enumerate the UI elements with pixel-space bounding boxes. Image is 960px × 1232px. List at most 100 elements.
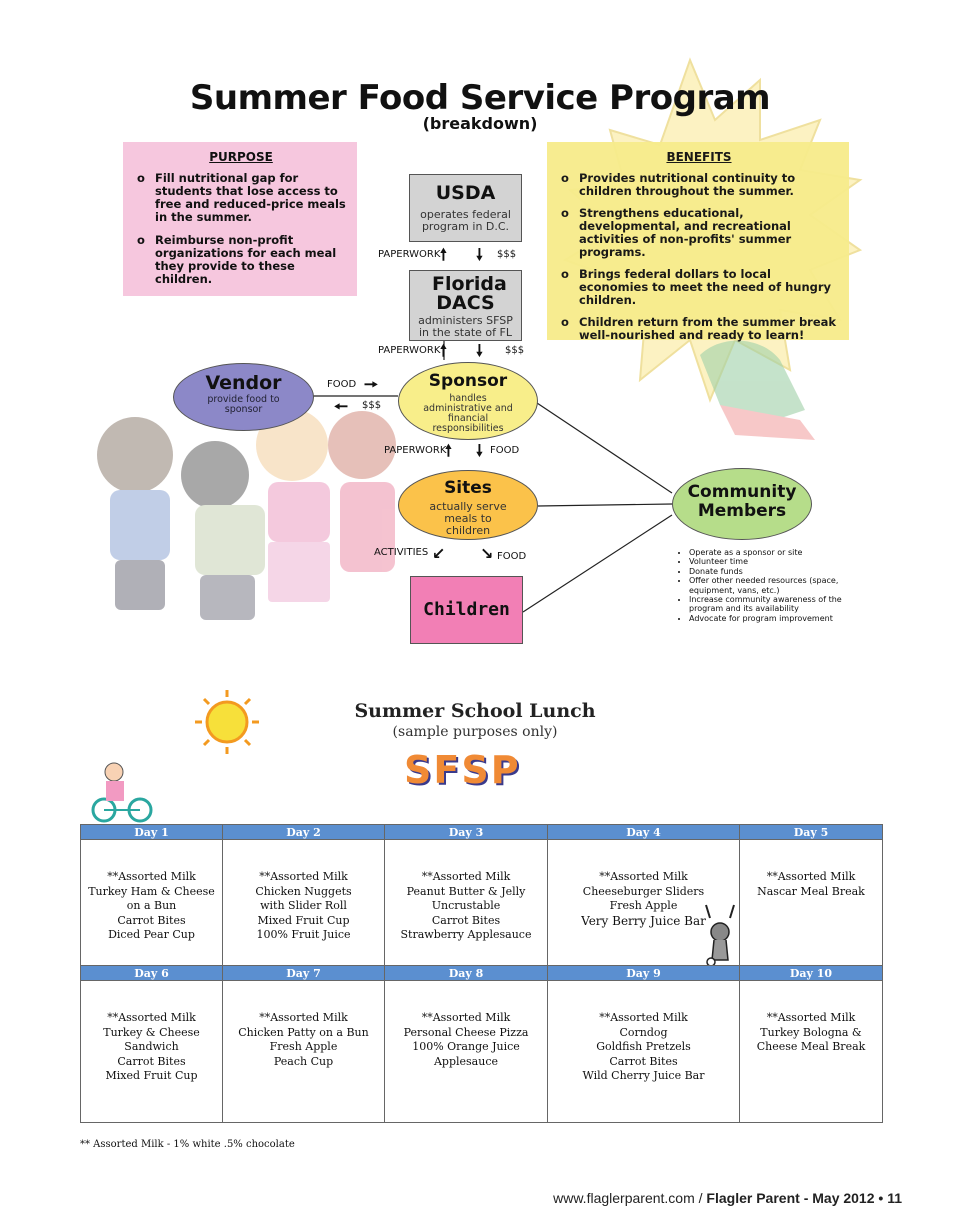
day-header: Day 7 xyxy=(222,965,385,981)
vendor-name: Vendor xyxy=(205,372,282,394)
menu-item: Personal Cheese Pizza xyxy=(403,1025,529,1039)
menu-item: **Assorted Milk xyxy=(259,870,348,883)
table-row: **Assorted Milk Turkey & Cheese Sandwich… xyxy=(80,980,883,1123)
menu-cell: **Assorted Milk Chicken Nuggets with Sli… xyxy=(222,839,385,966)
sfsp-logo: SFSP xyxy=(404,748,554,796)
sun-drawing-small xyxy=(195,690,259,754)
flow-label-activities: ACTIVITIES xyxy=(374,547,429,558)
menu-item: Chicken Patty on a Bun xyxy=(238,1025,369,1039)
benefits-item: Children return from the summer break we… xyxy=(559,316,839,342)
sites-desc: actually serve meals to children xyxy=(429,500,507,537)
lunch-menu-table: Day 1 Day 2 Day 3 Day 4 Day 5 **Assorted… xyxy=(80,824,883,1123)
menu-item: Turkey & Cheese xyxy=(103,1025,200,1039)
day-header: Day 2 xyxy=(222,824,385,840)
flow-label-food: FOOD xyxy=(327,379,357,390)
day-header: Day 8 xyxy=(384,965,548,981)
menu-item: Fresh Apple xyxy=(269,1040,338,1053)
benefits-item: Strengthens educational, developmental, … xyxy=(559,207,839,259)
usda-node: USDA operates federal program in D.C. xyxy=(409,174,522,242)
footer-magazine: Flagler Parent xyxy=(706,1190,800,1206)
benefits-box: BENEFITS Provides nutritional continuity… xyxy=(547,142,849,342)
community-node: Community Members xyxy=(672,468,812,540)
flow-label-money: $$$ xyxy=(497,249,517,260)
menu-item: Carrot Bites xyxy=(609,1054,678,1068)
children-node: Children xyxy=(410,576,523,644)
menu-item: Carrot Bites xyxy=(117,913,186,927)
usda-name: USDA xyxy=(435,182,496,204)
flow-label-money: $$$ xyxy=(505,345,525,356)
day-header: Day 3 xyxy=(384,824,548,840)
sponsor-desc: handles administrative and financial res… xyxy=(423,393,513,434)
menu-item: **Assorted Milk xyxy=(259,1011,348,1024)
girl-towel-illustration xyxy=(700,340,815,440)
community-list-item: Offer other needed resources (space, equ… xyxy=(689,576,859,595)
menu-item: Carrot Bites xyxy=(431,913,501,927)
purpose-list: Fill nutritional gap for students that l… xyxy=(135,172,347,286)
menu-item: Strawberry Applesauce xyxy=(400,928,532,941)
community-list-item: Donate funds xyxy=(689,567,859,576)
menu-item: with Slider Roll xyxy=(260,899,347,912)
dacs-node: Florida DACS administers SFSP in the sta… xyxy=(409,270,522,341)
benefits-item: Brings federal dollars to local economie… xyxy=(559,268,839,307)
menu-cell: **Assorted Milk Corndog Goldfish Pretzel… xyxy=(547,980,740,1123)
day-header: Day 6 xyxy=(80,965,223,981)
arrow-up-icon: 🠕 xyxy=(440,341,447,360)
table-header-row: Day 1 Day 2 Day 3 Day 4 Day 5 xyxy=(80,824,883,840)
community-list-item: Advocate for program improvement xyxy=(689,614,859,623)
sites-node: Sites actually serve meals to children xyxy=(398,470,538,540)
menu-item: Uncrustable xyxy=(431,899,501,912)
arrow-down-icon: 🠗 xyxy=(476,245,483,264)
menu-item: Goldfish Pretzels xyxy=(596,1040,691,1053)
menu-item: Cheese Meal Break xyxy=(756,1040,866,1053)
menu-item: **Assorted Milk xyxy=(107,1011,196,1024)
vendor-desc: provide food to sponsor xyxy=(207,394,280,415)
page-subtitle: (breakdown) xyxy=(422,114,538,133)
menu-cell: **Assorted Milk Turkey & Cheese Sandwich… xyxy=(80,980,223,1123)
usda-desc: operates federal program in D.C. xyxy=(420,208,511,233)
menu-item: **Assorted Milk xyxy=(766,870,856,883)
page-footer: www.flaglerparent.com / Flagler Parent -… xyxy=(553,1190,902,1206)
community-list-item: Operate as a sponsor or site xyxy=(689,548,859,557)
menu-cell: **Assorted Milk Peanut Butter & Jelly Un… xyxy=(384,839,548,966)
arrow-up-icon: 🠕 xyxy=(445,441,452,460)
arrow-down-icon: 🠗 xyxy=(476,441,483,460)
milk-footnote: ** Assorted Milk - 1% white .5% chocolat… xyxy=(80,1139,295,1150)
sponsor-node: Sponsor handles administrative and finan… xyxy=(398,362,538,440)
flow-label-money: $$$ xyxy=(362,400,382,411)
menu-item: Cheeseburger Sliders xyxy=(582,884,705,898)
page-title: Summer Food Service Program xyxy=(189,78,771,118)
community-list-item: Increase community awareness of the prog… xyxy=(689,595,859,614)
menu-item: on a Bun xyxy=(126,899,177,912)
flow-label-paperwork: PAPERWORK xyxy=(384,445,447,456)
menu-item: Peanut Butter & Jelly xyxy=(406,884,526,898)
arrow-down-left-icon: ↙ xyxy=(432,544,446,563)
menu-item: **Assorted Milk xyxy=(421,1011,511,1024)
dacs-desc: administers SFSP in the state of FL xyxy=(418,314,513,339)
menu-item: Carrot Bites xyxy=(117,1054,186,1068)
sites-name: Sites xyxy=(444,478,492,498)
flow-label-paperwork: PAPERWORK xyxy=(378,249,441,260)
day-header: Day 4 xyxy=(547,824,740,840)
purpose-item: Reimburse non-profit organizations for e… xyxy=(135,234,347,286)
day-header: Day 1 xyxy=(80,824,223,840)
menu-item: **Assorted Milk xyxy=(599,1011,688,1024)
flow-connector-lines xyxy=(312,341,673,613)
girl-on-bike-drawing xyxy=(91,762,153,823)
arrow-up-icon: 🠕 xyxy=(440,245,447,264)
menu-item: Corndog xyxy=(619,1025,668,1039)
arrow-left-icon: 🠔 xyxy=(334,397,349,416)
dacs-name: Florida DACS xyxy=(432,273,507,314)
menu-item: Applesauce xyxy=(433,1054,498,1068)
community-name: Community Members xyxy=(687,482,797,521)
lunch-title: Summer School Lunch xyxy=(354,700,596,722)
arrow-right-icon: 🠖 xyxy=(364,375,379,394)
day-header: Day 10 xyxy=(739,965,883,981)
menu-item: **Assorted Milk xyxy=(599,870,688,883)
menu-item: Wild Cherry Juice Bar xyxy=(582,1069,705,1082)
table-row: **Assorted Milk Turkey Ham & Cheese on a… xyxy=(80,839,883,966)
menu-cell: **Assorted Milk Turkey Ham & Cheese on a… xyxy=(80,839,223,966)
lunch-subtitle: (sample purposes only) xyxy=(392,724,558,740)
menu-item: Very Berry Juice Bar xyxy=(581,913,706,928)
purpose-box: PURPOSE Fill nutritional gap for student… xyxy=(123,142,357,296)
menu-item: Peach Cup xyxy=(273,1054,334,1068)
